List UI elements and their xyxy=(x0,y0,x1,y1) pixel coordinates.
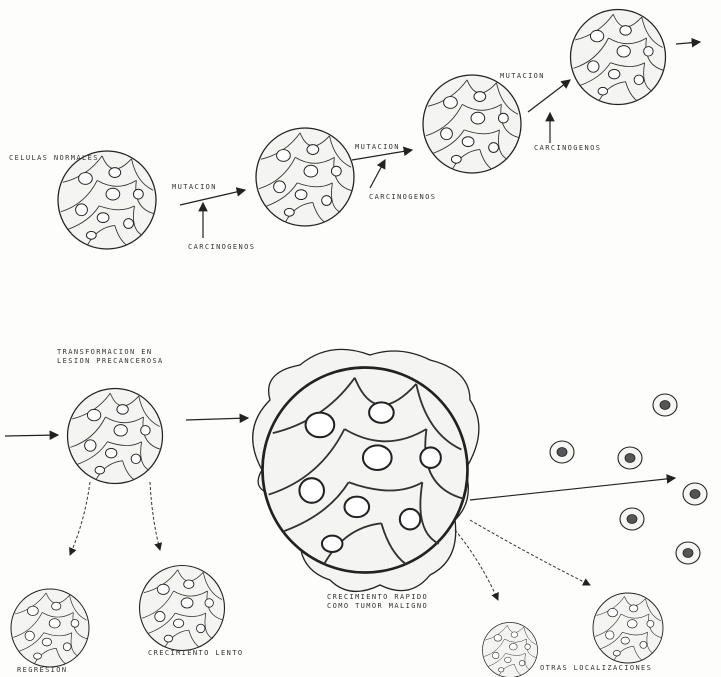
small-metastasis-cluster xyxy=(483,623,538,677)
free-cell xyxy=(550,441,574,463)
label-other-locations: OTRAS LOCALIZACIONES xyxy=(540,664,652,673)
to-slow-growth-arrow xyxy=(150,482,160,550)
incoming-arrow xyxy=(5,435,58,436)
label-mutation-2: MUTACION xyxy=(355,143,400,152)
free-cell xyxy=(676,542,700,564)
label-transformation-line1: TRANSFORMACION EN xyxy=(57,348,152,357)
free-cell xyxy=(653,394,677,416)
free-cell xyxy=(683,483,707,505)
mutated-cluster-3 xyxy=(571,9,666,104)
mutation-arrow-3 xyxy=(528,80,570,112)
malignant-tumor xyxy=(253,349,479,591)
free-cell xyxy=(620,508,644,530)
label-transformation-line2: LESION PRECANCEROSA xyxy=(57,357,164,366)
to-other-locations-arrow xyxy=(470,520,590,585)
label-regression: REGRESION xyxy=(17,666,68,675)
normal-cells-cluster xyxy=(58,151,156,249)
precancerous-lesion-cluster xyxy=(68,389,163,484)
carcinogen-arrow-2 xyxy=(370,160,385,188)
label-carcinogens-2: CARCINOGENOS xyxy=(369,193,436,202)
slow-growth-cluster xyxy=(140,566,225,651)
label-rapid-growth-line1: CRECIMIENTO RAPIDO xyxy=(327,593,428,602)
to-regression-arrow xyxy=(70,482,90,555)
to-free-cells-arrow xyxy=(470,478,675,500)
continuation-arrow xyxy=(676,42,700,44)
regression-cluster xyxy=(11,589,89,667)
label-carcinogens-1: CARCINOGENOS xyxy=(188,243,255,252)
free-cell xyxy=(618,447,642,469)
label-rapid-growth-line2: COMO TUMOR MALIGNO xyxy=(327,602,428,611)
label-mutation-1: MUTACION xyxy=(172,183,217,192)
label-normal-cells: CELULAS NORMALES xyxy=(9,154,99,163)
label-slow-growth: CRECIMIENTO LENTO xyxy=(148,649,243,658)
to-tumor-arrow xyxy=(186,418,248,420)
mutated-cluster-2 xyxy=(423,75,521,173)
other-locations-cluster xyxy=(593,593,663,663)
to-small-metastasis-arrow xyxy=(455,530,498,600)
mutation-arrow-1 xyxy=(180,190,245,205)
label-carcinogens-3: CARCINOGENOS xyxy=(534,144,601,153)
mutated-cluster-1 xyxy=(256,128,354,226)
label-mutation-3: MUTACION xyxy=(500,72,545,81)
